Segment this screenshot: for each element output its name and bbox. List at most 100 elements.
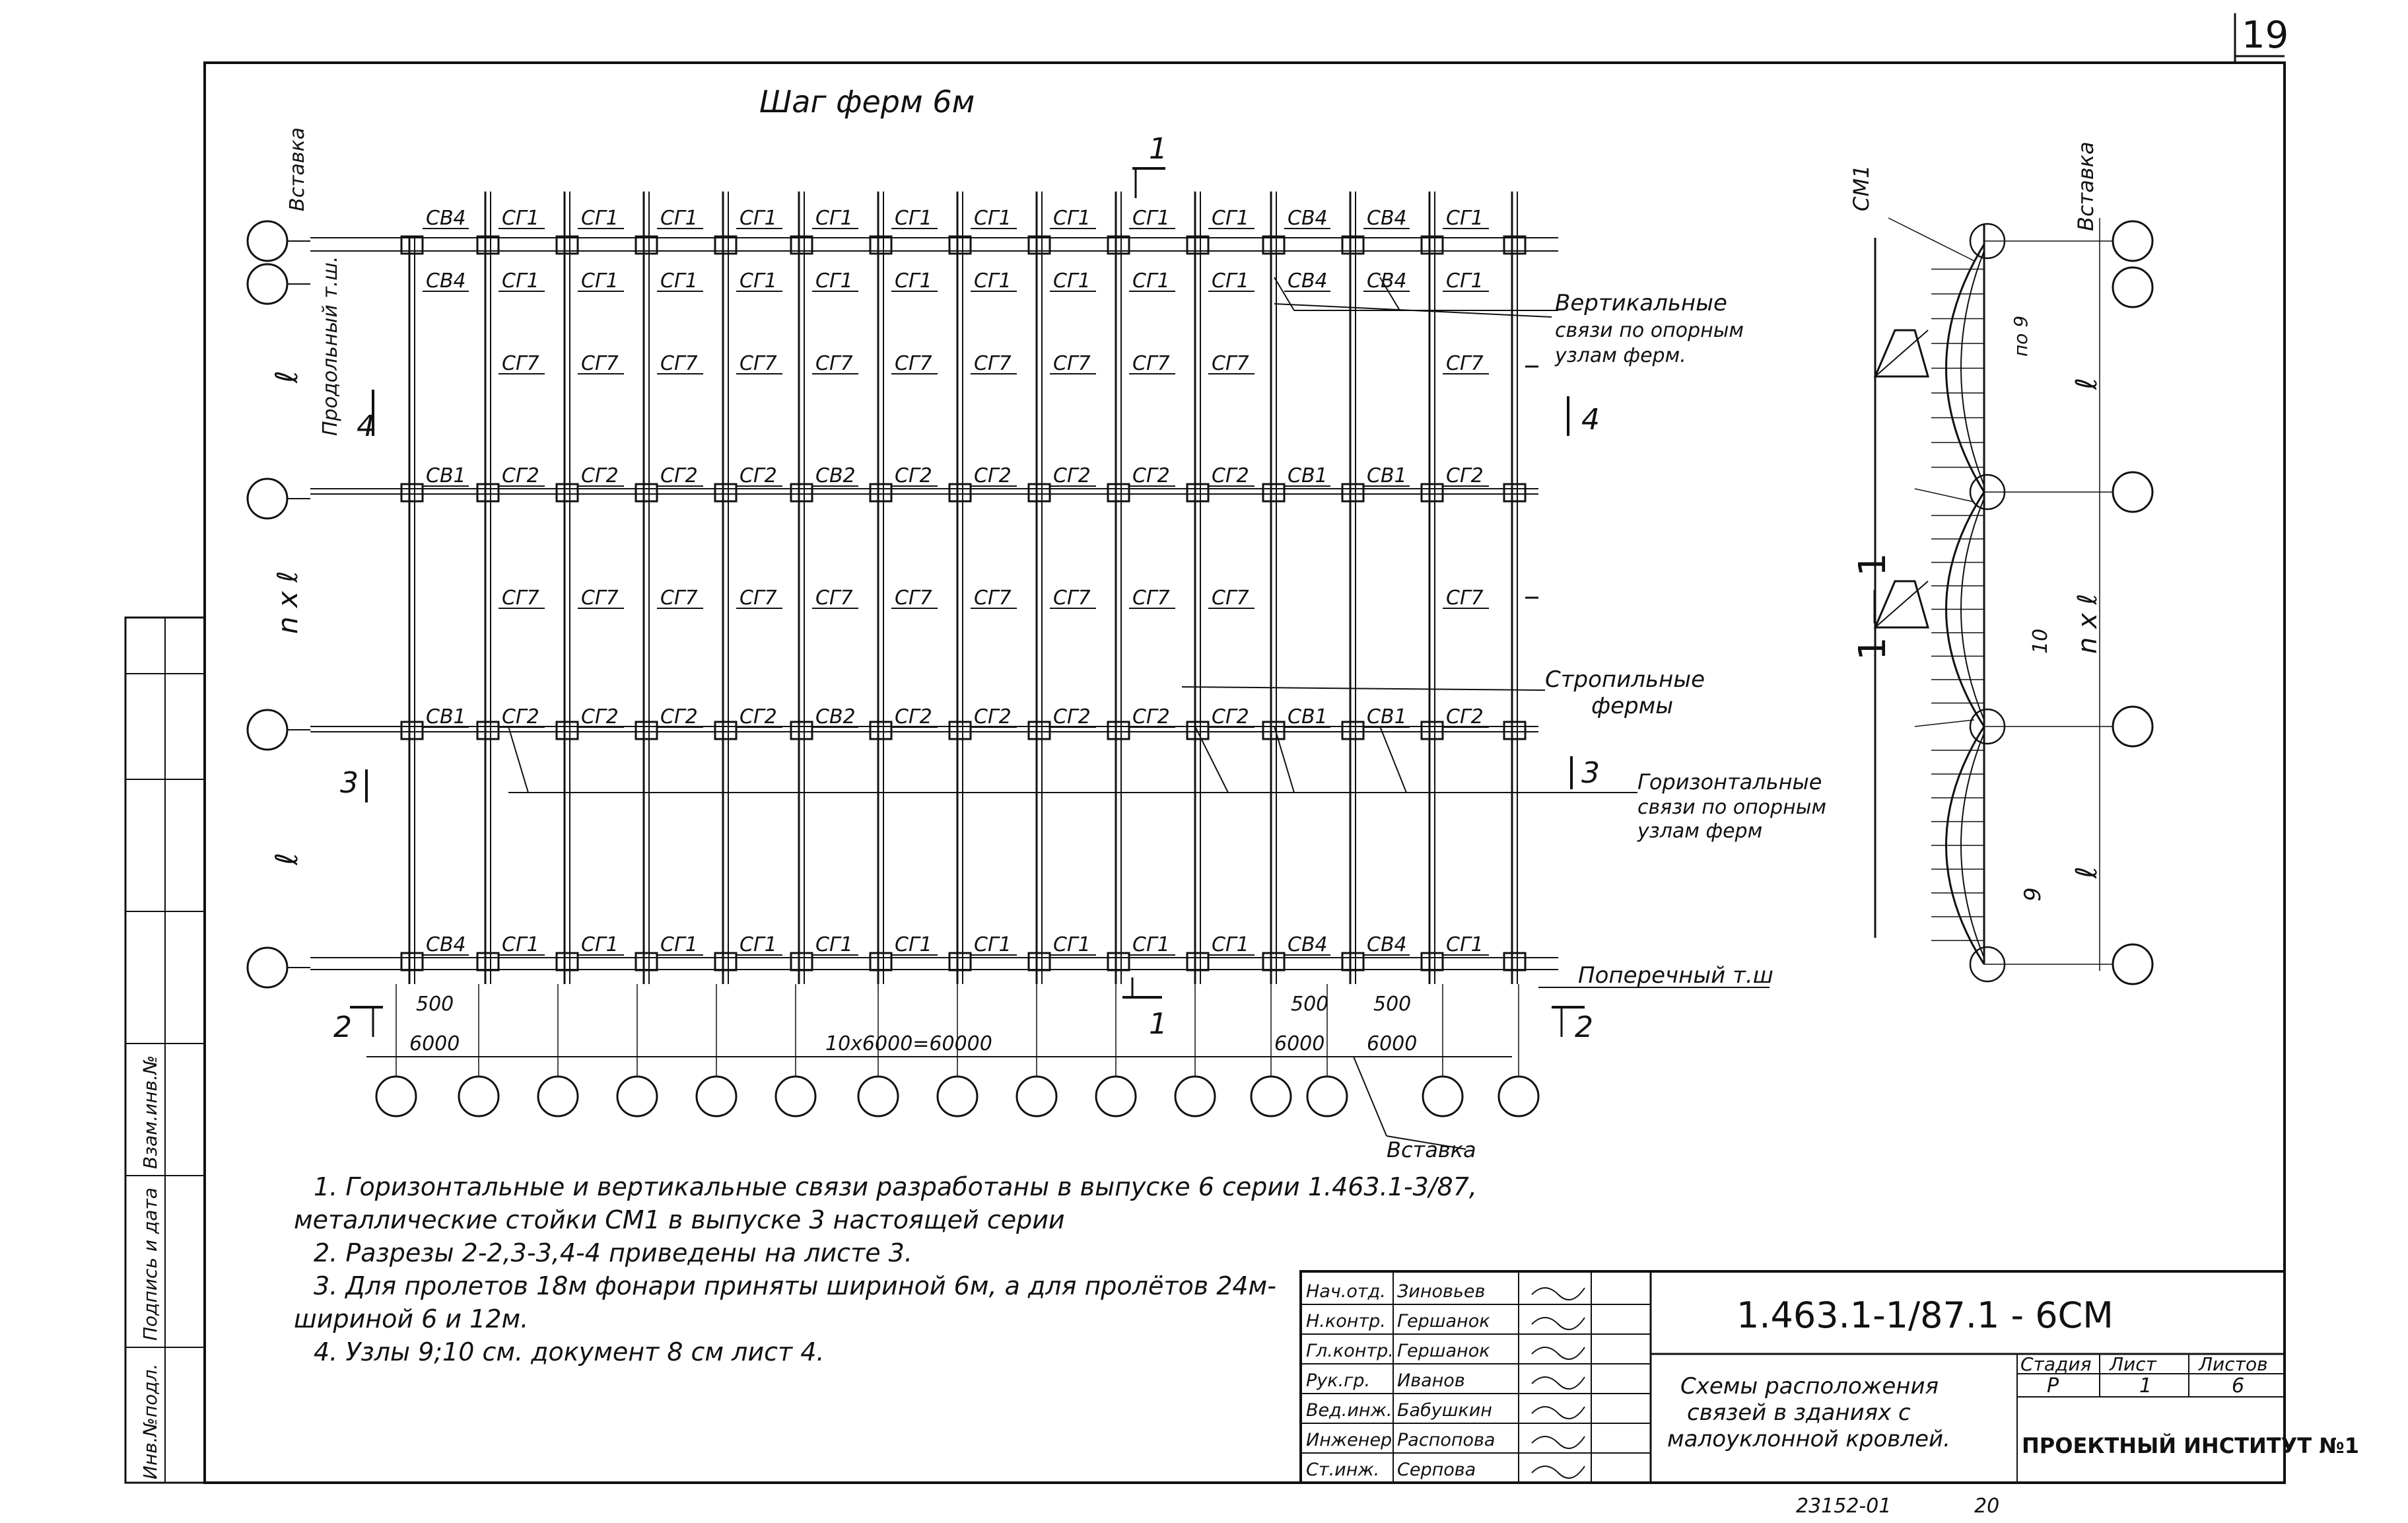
- role-cell: Гл.контр.: [1306, 1341, 1394, 1361]
- truss-node: [1027, 483, 1051, 503]
- axis-circle: [1015, 1075, 1058, 1117]
- truss-node: [635, 483, 658, 503]
- bay-label-row5: СГ7: [660, 586, 698, 610]
- axis-circle: [537, 1075, 579, 1117]
- section-dim-l2: ℓ: [2070, 867, 2104, 879]
- truss-node: [1027, 721, 1051, 740]
- bay-label-row3: СГ7: [502, 352, 539, 375]
- bay-label-row4: СГ2: [1446, 464, 1484, 487]
- truss-node: [869, 235, 893, 255]
- bay-label-row3: СГ7: [1212, 352, 1249, 375]
- truss-node: [1027, 235, 1051, 255]
- left-dim-nl: n x ℓ: [271, 571, 304, 634]
- plan-dimensions: 500 500 500 6000 10x6000=60000 6000 6000…: [366, 993, 1512, 1162]
- bay-label-top: СГ1: [660, 207, 698, 230]
- sheet-title-2: связей в зданиях с: [1687, 1399, 1911, 1426]
- section-label-insert: Вставка: [2073, 141, 2098, 231]
- bay-label-row5: СГ7: [740, 586, 777, 610]
- axis-circle: [695, 1075, 738, 1117]
- bottom-code: 23152-01: [1796, 1495, 1891, 1518]
- bay-label-bottom: СГ1: [1212, 933, 1249, 956]
- truss-node: [400, 483, 424, 503]
- sheet-value: 1: [2139, 1374, 2152, 1398]
- bay-label-row2: СГ1: [1053, 269, 1091, 293]
- sheet-number: 19: [2242, 14, 2288, 57]
- section-dim-l1: ℓ: [2070, 378, 2104, 390]
- bay-label-row4: СГ2: [1053, 464, 1091, 487]
- note-line-2: металлические стойки СМ1 в выпуске 3 нас…: [294, 1205, 1065, 1234]
- truss-node: [869, 483, 893, 503]
- bay-label-row4: СВ2: [815, 464, 856, 487]
- bay-label-top: СВ4: [426, 207, 466, 230]
- truss-node: [1420, 235, 1444, 255]
- truss-node: [1503, 952, 1527, 972]
- axis-circle: [246, 478, 289, 520]
- stage-value: Р: [2047, 1374, 2059, 1398]
- bay-label-row5: СГ7: [1446, 586, 1484, 610]
- bay-label-row6: СГ2: [1132, 705, 1170, 728]
- bay-label-top: СГ1: [815, 207, 853, 230]
- truss-node: [1186, 952, 1210, 972]
- section-mark-4-left: 4: [357, 409, 375, 443]
- section-mark-2-left: 2: [333, 1010, 352, 1044]
- truss-node: [1262, 952, 1286, 972]
- truss-node: [1262, 483, 1286, 503]
- truss-node: [790, 721, 813, 740]
- bay-label-row2: СГ1: [895, 269, 932, 293]
- truss-node: [1262, 235, 1286, 255]
- truss-node: [790, 235, 813, 255]
- name-cell: Бабушкин: [1397, 1400, 1492, 1421]
- bay-label-row6: СГ2: [1212, 705, 1249, 728]
- stamp-signature-date: Подпись и дата: [139, 1187, 161, 1341]
- section-mark-1-bottom: 1: [1149, 1007, 1167, 1041]
- bay-label-bottom: СГ1: [815, 933, 853, 956]
- truss-node: [1341, 483, 1365, 503]
- bay-label-row4: СГ2: [1212, 464, 1249, 487]
- bay-label-bottom: СГ1: [740, 933, 777, 956]
- signature: [1531, 1376, 1585, 1390]
- bay-label-row6: СВ1: [1367, 705, 1407, 728]
- signature: [1531, 1406, 1585, 1419]
- bay-label-row2: СГ1: [660, 269, 698, 293]
- truss-node: [1107, 952, 1130, 972]
- dim-6000-a: 6000: [409, 1032, 460, 1055]
- axis-circle: [857, 1075, 899, 1117]
- truss-node: [555, 952, 579, 972]
- bay-label-top: СГ1: [502, 207, 539, 230]
- sheets-header: Листов: [2198, 1353, 2268, 1375]
- axis-circle: [1174, 1075, 1216, 1117]
- bay-label-row5: СГ7: [581, 586, 619, 610]
- truss-node: [1027, 952, 1051, 972]
- truss-node: [1186, 721, 1210, 740]
- axis-circle: [2112, 266, 2154, 308]
- side-stamp: Инв.№подл. Подпись и дата Взам.инв.№: [124, 616, 206, 1484]
- axis-circle: [1250, 1075, 1292, 1117]
- bay-label-top: СВ4: [1367, 207, 1407, 230]
- document-code: 1.463.1-1/87.1 - 6СМ: [1737, 1294, 2114, 1336]
- role-cell: Н.контр.: [1306, 1311, 1386, 1331]
- section-node: [1969, 474, 2006, 511]
- bay-label-row6: СГ2: [502, 705, 539, 728]
- organization: ПРОЕКТНЫЙ ИНСТИТУТ №1: [2022, 1433, 2359, 1458]
- name-cell: Распопова: [1397, 1430, 1495, 1450]
- truss-node: [635, 721, 658, 740]
- bay-label-row3: СГ7: [1132, 352, 1170, 375]
- section-title: 1 — 1: [1851, 553, 1894, 660]
- section-mark-2-right: 2: [1575, 1010, 1593, 1044]
- callout-vertical-1: Вертикальные: [1555, 290, 1727, 316]
- axis-circle: [774, 1075, 817, 1117]
- bay-label-bottom: СГ1: [1132, 933, 1170, 956]
- bay-label-bottom: СГ1: [1446, 933, 1484, 956]
- truss-node: [476, 721, 500, 740]
- truss-node: [1341, 235, 1365, 255]
- bay-label-row3: СГ7: [660, 352, 698, 375]
- bay-label-row3: СГ7: [815, 352, 853, 375]
- bay-label-row6: СГ2: [581, 705, 619, 728]
- truss-node: [555, 483, 579, 503]
- bay-label-row2: СГ1: [1212, 269, 1249, 293]
- truss-node: [635, 235, 658, 255]
- truss-node: [1503, 235, 1527, 255]
- axis-circle: [2112, 471, 2154, 513]
